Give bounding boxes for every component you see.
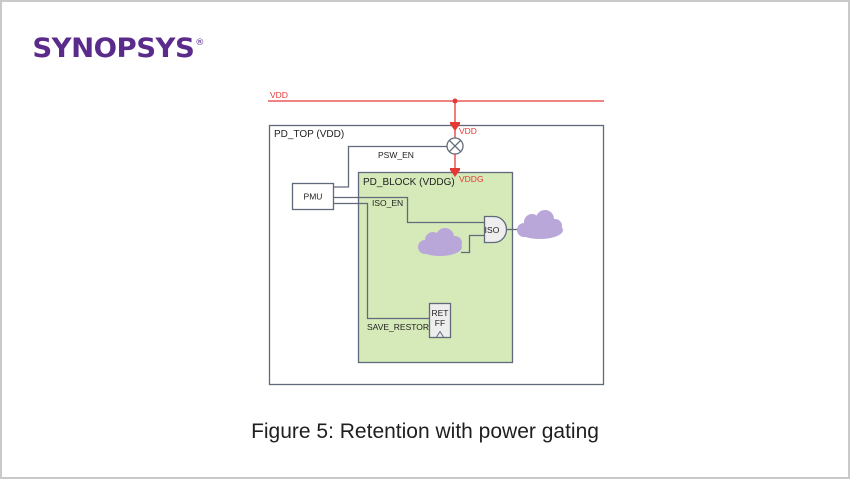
psw-en-wire xyxy=(333,145,447,188)
pmu-label: PMU xyxy=(304,192,323,202)
synopsys-logo: SYNOPSYS® xyxy=(32,33,204,64)
logic-to-iso-wire xyxy=(461,234,484,254)
registered-mark: ® xyxy=(195,38,204,48)
iso-cell xyxy=(483,215,508,244)
internal-logic-cloud-icon xyxy=(418,228,462,256)
switch-output-label: VDDG xyxy=(459,174,484,184)
pmu-block xyxy=(291,182,335,211)
retention-flip-flop xyxy=(428,302,452,339)
iso-en-label: ISO_EN xyxy=(372,198,403,208)
pd-top-label: PD_TOP (VDD) xyxy=(274,129,344,140)
switch-input-label: VDD xyxy=(459,126,477,136)
power-switch-icon xyxy=(446,137,464,155)
logo-text: SYNOPSYS xyxy=(32,33,195,64)
ret-ff-label-line1: RET xyxy=(432,308,449,318)
vdd-rail-label: VDD xyxy=(270,90,288,100)
ret-ff-label-line2: FF xyxy=(435,318,445,328)
iso-en-wire xyxy=(333,196,484,224)
save-restore-wire xyxy=(333,202,429,320)
external-logic-cloud-icon xyxy=(517,210,563,239)
vddg-arrow xyxy=(450,168,460,177)
save-restore-label: SAVE_RESTORE xyxy=(367,322,435,332)
vdd-arrow xyxy=(450,122,460,131)
psw-en-label: PSW_EN xyxy=(378,150,414,160)
clock-triangle-icon xyxy=(436,330,444,338)
pd-block-label: PD_BLOCK (VDDG) xyxy=(363,177,455,188)
iso-cell-label: ISO xyxy=(485,225,500,235)
figure-caption: Figure 5: Retention with power gating xyxy=(251,420,599,443)
